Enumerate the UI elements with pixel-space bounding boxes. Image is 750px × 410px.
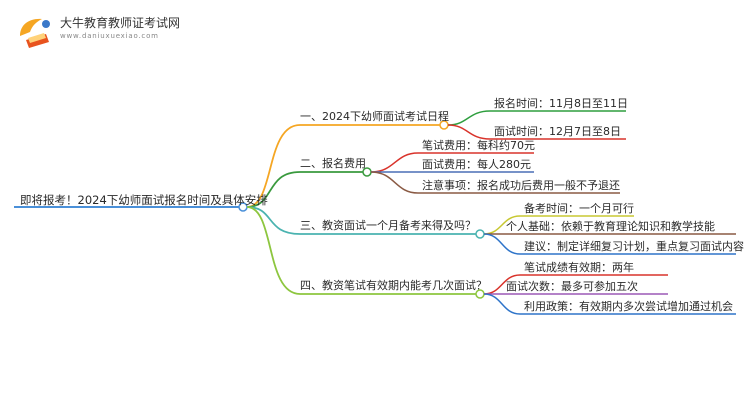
leaf-1-1-line	[447, 110, 626, 126]
brand-title: 大牛教育教师证考试网	[60, 16, 181, 30]
leaf-2-3-label: 注意事项：报名成功后费用一般不予退还	[422, 179, 620, 192]
leaf-4-1-label: 笔试成绩有效期：两年	[524, 261, 634, 274]
branch-4-line	[246, 206, 476, 295]
leaf-1-2-line	[447, 124, 626, 140]
branch-1-line	[246, 124, 440, 208]
brand-url: www.daniuxuexiao.com	[60, 32, 159, 40]
leaf-4-3-label: 利用政策：有效期内多次尝试增加通过机会	[524, 300, 733, 313]
branch-2-line	[246, 171, 363, 208]
branch-3-dot	[475, 229, 485, 239]
leaf-1-1-label: 报名时间：11月8日至11日	[494, 97, 628, 110]
branch-3-line	[246, 206, 476, 235]
leaf-3-3-line	[483, 233, 736, 255]
branch-2-label: 二、报名费用	[300, 157, 366, 170]
leaf-1-2-label: 面试时间：12月7日至8日	[494, 125, 621, 138]
leaf-3-3-label: 建议：制定详细复习计划，重点复习面试内容	[524, 240, 744, 253]
leaf-4-3-line	[483, 293, 736, 315]
leaf-3-2-label: 个人基础：依赖于教育理论知识和教学技能	[506, 220, 715, 233]
branch-3-label: 三、教资面试一个月备考来得及吗？	[300, 219, 476, 232]
branch-1-label: 一、2024下幼师面试考试日程	[300, 110, 449, 123]
leaf-2-1-label: 笔试费用：每科约70元	[422, 139, 535, 152]
leaf-4-2-label: 面试次数：最多可参加五次	[506, 280, 638, 293]
leaf-3-1-label: 备考时间：一个月可行	[524, 202, 634, 215]
brand-logo-icon	[20, 18, 50, 48]
root-topic: 即将报考！2024下幼师面试报名时间及具体安排	[20, 193, 268, 207]
leaf-2-2-label: 面试费用：每人280元	[422, 158, 531, 171]
leaf-2-3-line	[370, 171, 620, 194]
branch-4-label: 四、教资笔试有效期内能考几次面试？	[300, 279, 487, 292]
